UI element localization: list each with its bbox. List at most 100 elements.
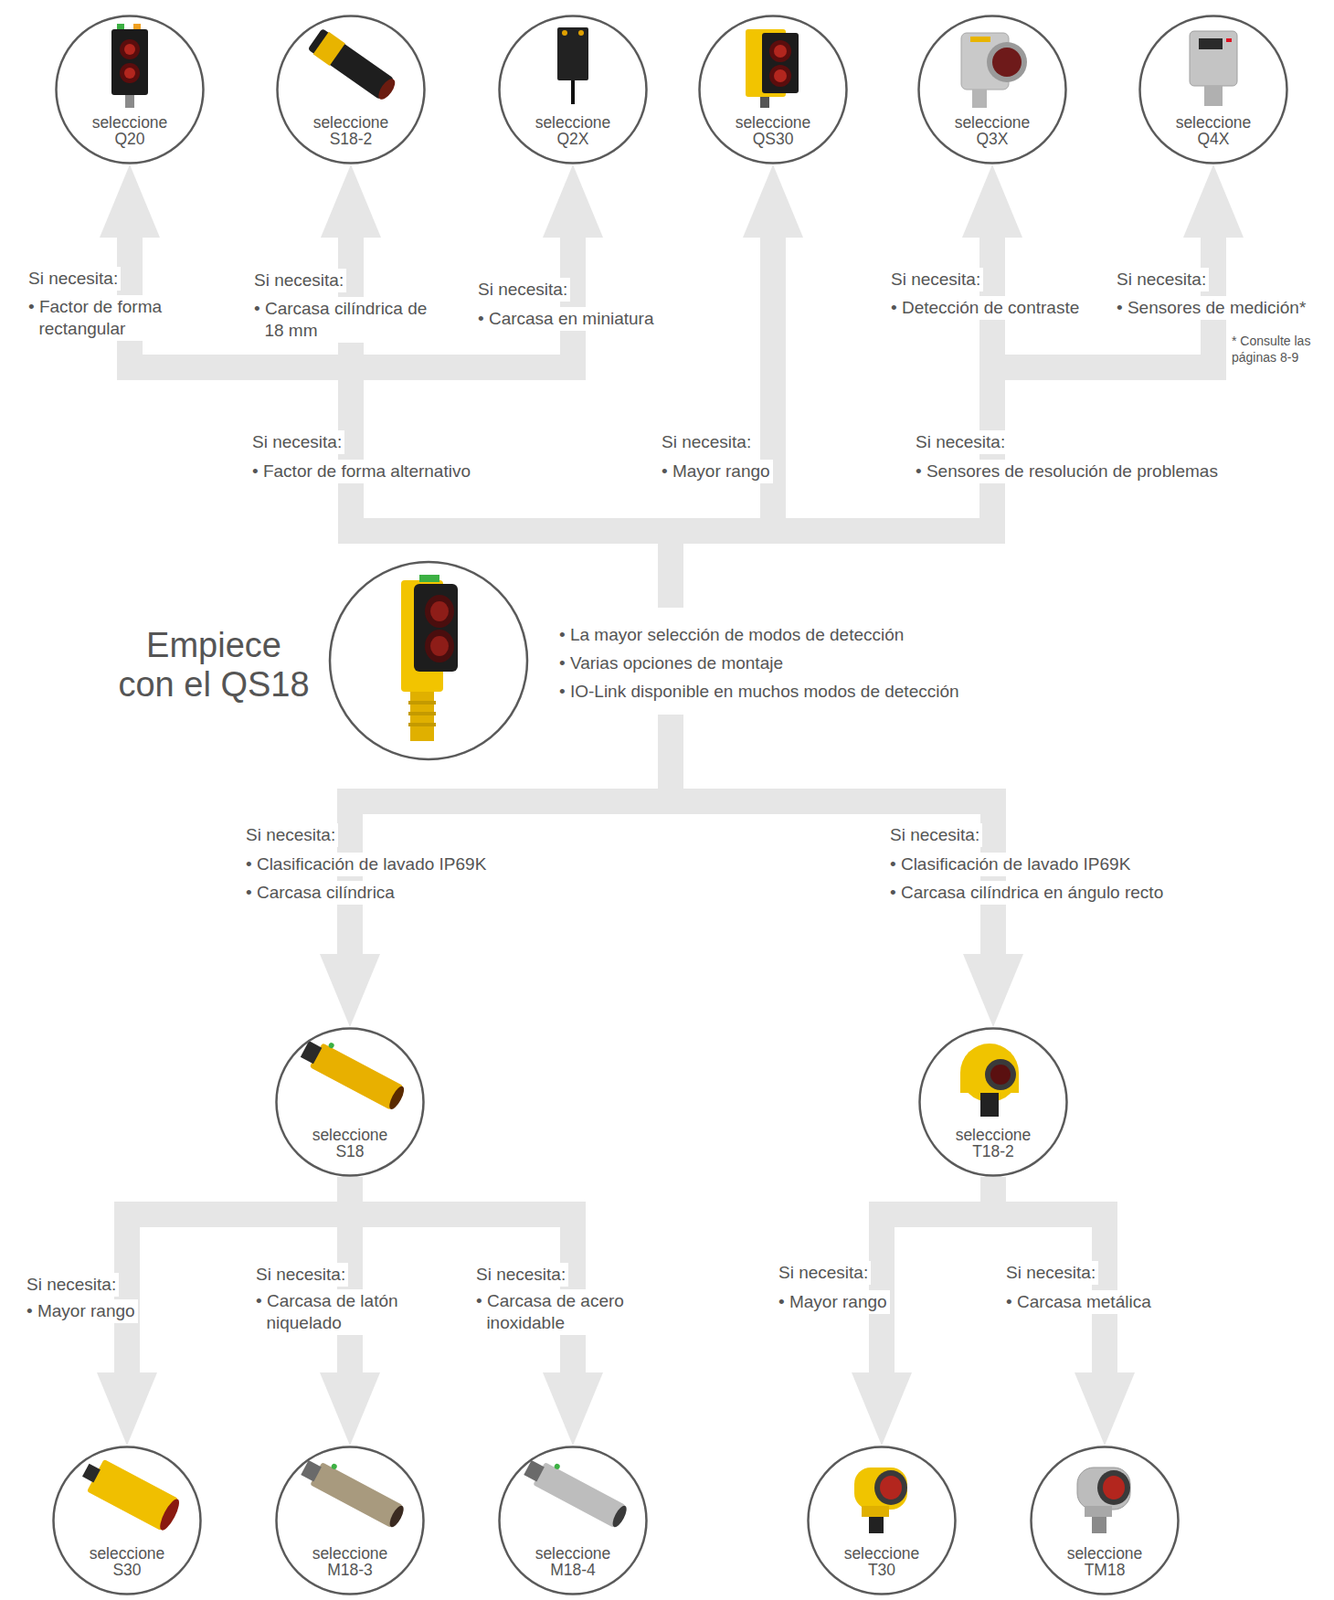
sensor-part [1198, 38, 1223, 50]
sensor-part [1226, 38, 1232, 43]
condition-text: • Carcasa metálica [1003, 1290, 1155, 1314]
condition-text: • Carcasa cilíndrica en ángulo recto [887, 880, 1166, 905]
sensor-part [992, 47, 1022, 77]
product-circle: seleccione S18 [275, 1026, 425, 1177]
arrow-head [963, 953, 1024, 1027]
sensor-part [1091, 1516, 1107, 1534]
feature-bullet: • La mayor selección de modos de detecci… [559, 624, 904, 646]
sensor-part [578, 30, 584, 36]
sensor-part [328, 1041, 336, 1049]
sensor-part [424, 629, 455, 663]
arrow-head [99, 164, 160, 238]
product-label: seleccione TM18 [1058, 1545, 1151, 1579]
product-circle: seleccione M18-3 [275, 1445, 425, 1596]
product-label: seleccione M18-3 [304, 1545, 396, 1579]
sensor-part [986, 42, 1027, 83]
node-outline-circle [276, 1028, 424, 1176]
condition-text: • Detección de contraste [888, 296, 1082, 320]
sensor-illustration [557, 27, 589, 105]
sensor-part [424, 594, 455, 628]
sensor-illustration [960, 1043, 1019, 1117]
flow-arrow [851, 1176, 994, 1446]
product-circle: seleccione Q20 [54, 14, 205, 165]
condition-text: Si necesita: [251, 268, 347, 293]
sensor-illustration [745, 29, 799, 108]
sensor-part [610, 1503, 630, 1530]
condition-text: Si necesita: [473, 1262, 569, 1287]
node-outline-circle [329, 561, 528, 760]
sensor-part [119, 39, 140, 60]
product-label: seleccione S30 [81, 1545, 173, 1579]
sensor-illustration [76, 1453, 183, 1534]
flow-arrow [349, 1176, 604, 1446]
sensor-part [561, 30, 568, 36]
sensor-part [970, 36, 991, 43]
condition-text: • Sensores de medición* [1113, 296, 1309, 320]
node-outline-circle [499, 1447, 647, 1595]
sensor-part [387, 1503, 407, 1530]
sensor-illustration [307, 27, 400, 104]
product-circle: seleccione S18-2 [275, 14, 426, 165]
node-outline-circle [1031, 1447, 1179, 1595]
product-label: seleccione S18 [304, 1126, 396, 1161]
condition-text: Si necesita: [253, 1262, 349, 1287]
flow-arrow [670, 714, 1024, 1027]
arrow-head [1183, 164, 1244, 238]
condition-text: • Carcasa cilíndrica [243, 880, 398, 905]
arrow-shaft [349, 714, 671, 956]
condition-text: • Sensores de resolución de problemas [912, 459, 1221, 484]
flow-arrow [319, 714, 671, 1027]
product-circle: seleccione T30 [806, 1445, 957, 1596]
sensor-illustration [961, 32, 1027, 108]
product-circle: seleccione Q2X [497, 14, 648, 165]
sensor-illustration [298, 1451, 410, 1530]
sensor-part [1097, 1470, 1131, 1505]
sensor-part [410, 691, 435, 742]
sensor-part [408, 722, 436, 727]
sensor-part [1102, 1475, 1125, 1500]
sensor-part [868, 1516, 884, 1534]
sensor-part [413, 583, 458, 672]
product-label: seleccione S18-2 [305, 114, 397, 149]
sensor-part [430, 635, 449, 657]
sensor-illustration [1189, 31, 1238, 106]
sensor-illustration [854, 1467, 908, 1534]
sensor-part [760, 96, 770, 108]
arrow-head [1074, 1372, 1135, 1446]
flow-arrow [993, 1176, 1135, 1446]
condition-text: Si necesita: [1113, 267, 1209, 292]
sensor-part [972, 89, 987, 108]
sensor-part [557, 27, 589, 81]
product-label: seleccione T18-2 [947, 1126, 1039, 1161]
product-circle: seleccione TM18 [1029, 1445, 1180, 1596]
condition-text: Si necesita: [243, 823, 339, 847]
sensor-part [133, 23, 141, 30]
arrow-shaft [349, 1176, 573, 1375]
condition-text: Si necesita: [23, 1272, 119, 1297]
sensor-part [532, 1461, 625, 1528]
sensor-illustration [297, 1032, 410, 1112]
product-circle: seleccione QS30 [698, 14, 848, 165]
sensor-part [124, 67, 136, 79]
sensor-part [769, 40, 792, 63]
condition-text: Si necesita: [658, 430, 754, 455]
condition-text: Si necesita: [887, 823, 983, 847]
sensor-part [116, 23, 125, 30]
node-outline-circle [276, 1447, 424, 1595]
arrow-head [851, 1372, 912, 1446]
condition-text: • Carcasa cilíndrica de 18 mm [251, 296, 443, 343]
condition-text: • Carcasa en miniatura [475, 307, 657, 331]
sensor-part [156, 1496, 182, 1533]
arrow-shaft [670, 714, 994, 956]
condition-text: • Factor de forma rectangular [25, 295, 204, 341]
arrow-head [96, 1372, 158, 1446]
feature-bullet: • Varias opciones de montaje [559, 652, 784, 675]
sensor-part [773, 44, 787, 58]
arrow-shaft [993, 1176, 1105, 1375]
product-label: seleccione Q3X [946, 114, 1038, 149]
sensor-part [124, 43, 136, 55]
flow-arrow [670, 164, 1244, 608]
arrow-shaft [670, 235, 773, 608]
node-outline [328, 560, 530, 762]
sensor-part [111, 29, 149, 96]
